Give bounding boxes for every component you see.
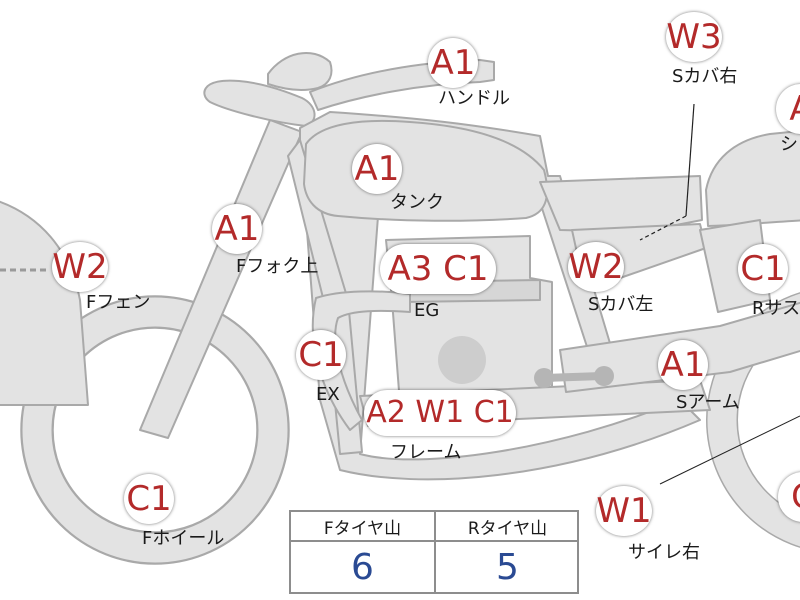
front-tire-header: Fタイヤ山 xyxy=(291,512,434,542)
grade-engine: A3 C1 xyxy=(380,244,496,294)
engine-cover-shape xyxy=(438,336,486,384)
label-exhaust: EX xyxy=(316,384,340,405)
leader-silencer-right xyxy=(659,415,800,485)
grade-seat-cover-left: W2 xyxy=(568,242,624,292)
front-tire-value: 6 xyxy=(351,546,374,588)
leader-seat-cover-right xyxy=(685,103,695,217)
table-divider xyxy=(434,512,436,592)
front-fork-shape xyxy=(139,119,303,439)
grade-tank: A1 xyxy=(352,144,402,194)
rear-tire-value: 5 xyxy=(496,546,519,588)
grade-frame: A2 W1 C1 xyxy=(364,390,516,436)
grade-front-wheel: C1 xyxy=(124,474,174,524)
label-front-fork-upper: Fフォク上 xyxy=(236,256,319,277)
label-front-fender: Fフェン xyxy=(86,292,151,313)
grade-exhaust: C1 xyxy=(296,330,346,380)
label-silencer-right: サイレ右 xyxy=(628,542,700,563)
grade-handle: A1 xyxy=(428,38,478,88)
label-rear-suspension: Rサス xyxy=(752,298,800,319)
label-engine: EG xyxy=(414,300,440,321)
grade-seat-cover-right: W3 xyxy=(666,12,722,62)
grade-rear-wheel: C xyxy=(778,472,800,522)
grade-swing-arm: A1 xyxy=(658,340,708,390)
leader-seat-cover-right-dash xyxy=(639,215,687,241)
label-frame: フレーム xyxy=(390,442,462,463)
rear-tire-header: Rタイヤ山 xyxy=(436,512,579,542)
label-swing-arm: Sアーム xyxy=(676,392,740,413)
label-seat: シ xyxy=(780,134,798,155)
label-tank: タンク xyxy=(390,192,444,213)
handle-shape xyxy=(267,52,333,92)
label-front-wheel: Fホイール xyxy=(142,528,225,549)
seat-cover-shape xyxy=(539,175,703,233)
grade-front-fender: W2 xyxy=(52,242,108,292)
grade-front-fork-upper: A1 xyxy=(212,204,262,254)
front-fender-shape xyxy=(0,200,89,406)
label-seat-cover-left: Sカバ左 xyxy=(588,294,654,315)
grade-rear-suspension: C1 xyxy=(738,244,788,294)
label-seat-cover-right: Sカバ右 xyxy=(672,66,738,87)
grade-silencer-right: W1 xyxy=(596,486,652,536)
tire-tread-table: Fタイヤ山 Rタイヤ山 6 5 xyxy=(289,510,579,594)
label-handle: ハンドル xyxy=(438,88,510,109)
